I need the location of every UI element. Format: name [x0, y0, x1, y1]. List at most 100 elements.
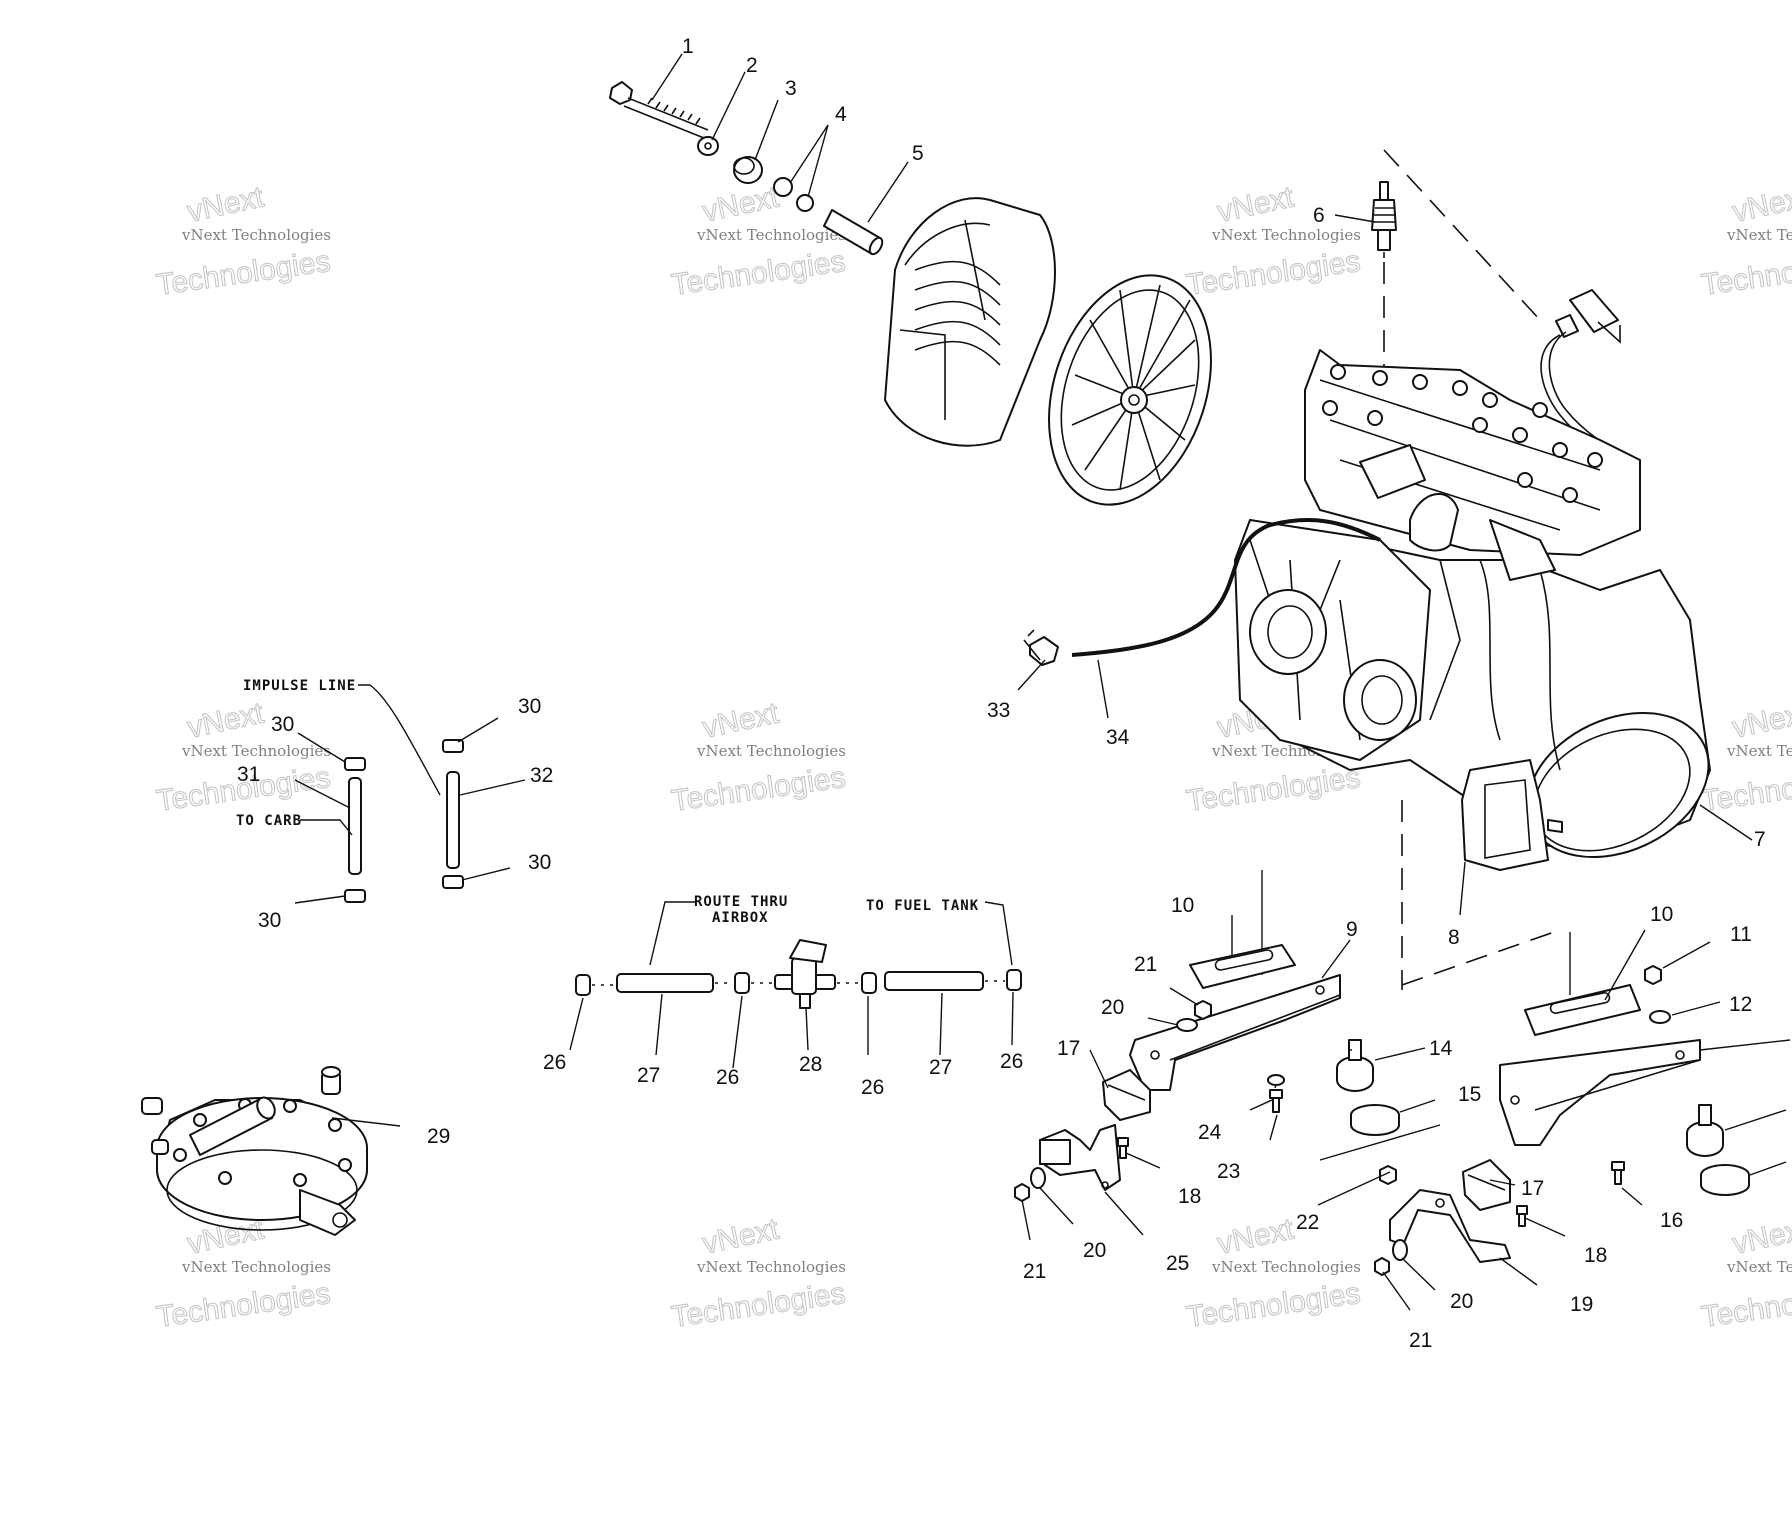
impulse-line-assembly — [300, 684, 464, 903]
watermark-short: vNext — [1215, 1212, 1298, 1260]
nut-part — [1194, 1000, 1212, 1020]
clamp-part — [861, 972, 877, 994]
watermark: vNext vNext Technologies Technologies — [154, 180, 333, 302]
callout-20: 20 — [1450, 1290, 1473, 1313]
washer-part — [1267, 1074, 1285, 1086]
clamp-part — [442, 875, 464, 889]
watermark-word: Technologies — [1184, 1277, 1362, 1334]
torque-stop-part — [1462, 1159, 1511, 1211]
callout-1: 1 — [682, 35, 694, 58]
callout-14: 14 — [1429, 1037, 1453, 1060]
watermark: vNext vNext Technologies Technologies — [154, 1212, 333, 1334]
watermark-short: vNext — [700, 1212, 783, 1260]
callout-18: 18 — [1178, 1185, 1201, 1208]
clamp-part — [442, 739, 464, 753]
washer-part — [1392, 1239, 1408, 1261]
route-leader — [649, 901, 695, 966]
callout-9: 9 — [1346, 918, 1358, 941]
callout-16: 16 — [1660, 1209, 1683, 1232]
watermark-word: Technologies — [154, 245, 332, 302]
watermark-brand: vNext Technologies — [1211, 226, 1361, 244]
watermark-word: Technologies — [154, 1277, 332, 1334]
watermark-brand: vNext Technologies — [696, 1258, 846, 1276]
callout-30: 30 — [518, 695, 541, 718]
callout-28: 28 — [799, 1053, 822, 1076]
bushing-part — [733, 156, 763, 184]
washer-part — [697, 136, 719, 156]
watermark: vNext vNext Technologies Technologies — [1184, 1212, 1363, 1334]
pump-fitting — [189, 1096, 276, 1156]
to-carb-label: TO CARB — [236, 813, 302, 829]
spacer-block-part — [1350, 1104, 1400, 1136]
watermark-word: Technologies — [669, 761, 847, 818]
drive-clutch-part — [884, 197, 1212, 506]
watermark-brand: vNext Technologies — [1211, 1258, 1361, 1276]
callout-33: 33 — [987, 699, 1010, 722]
watermark-brand: vNext Technologies — [181, 742, 331, 760]
callout-20: 20 — [1083, 1239, 1106, 1262]
watermark-short: vNext — [1215, 180, 1298, 228]
bracket-nut — [1039, 1139, 1071, 1165]
washer-hole — [704, 142, 712, 150]
callout-numbers: 1 2 3 4 5 6 7 8 9 10 10 11 12 14 15 16 1… — [237, 35, 1766, 1352]
callout-30: 30 — [271, 713, 294, 736]
washer-part — [1649, 1010, 1671, 1024]
watermark-word: Technologies — [1184, 761, 1362, 818]
clamp-part — [734, 972, 750, 994]
watermark-brand: vNext Technologies — [1726, 226, 1792, 244]
ignition-guide-line — [1383, 149, 1541, 321]
callout-23: 23 — [1217, 1160, 1240, 1183]
engine-mount-bracket-part — [1499, 1039, 1701, 1146]
spacer-part — [773, 177, 793, 197]
mount-guide-line — [1401, 800, 1561, 990]
washer-part — [1030, 1167, 1046, 1189]
pump-fitting — [141, 1097, 169, 1155]
spacer-part — [796, 194, 814, 212]
callout-15: 15 — [1458, 1083, 1481, 1106]
watermark: vNext vNext Technologies Technologies — [1699, 1212, 1792, 1334]
callout-32: 32 — [530, 764, 553, 787]
callout-26: 26 — [716, 1066, 739, 1089]
callout-22: 22 — [1296, 1211, 1319, 1234]
watermark-word: Technologies — [1699, 761, 1792, 818]
callout-3: 3 — [785, 77, 797, 100]
watermark-short: vNext — [700, 696, 783, 744]
callout-21: 21 — [1023, 1260, 1046, 1283]
fan-housing — [1249, 589, 1327, 675]
callout-27: 27 — [929, 1056, 952, 1079]
impulse-line-leader — [358, 684, 441, 796]
callout-31: 31 — [237, 763, 260, 786]
callout-24: 24 — [1198, 1121, 1222, 1144]
spacer-block-part — [1700, 1164, 1750, 1196]
sleeve-part — [823, 209, 884, 256]
hose-part — [348, 777, 362, 875]
mount-hardware — [1176, 965, 1671, 1185]
watermark-word: Technologies — [1184, 245, 1362, 302]
mount-bracket-part — [1039, 1124, 1121, 1191]
engine-part — [1234, 349, 1711, 859]
nut-part — [1374, 1257, 1390, 1276]
bolt-part — [609, 81, 709, 139]
route-thru-label: ROUTE THRU — [694, 894, 788, 910]
wire-guide-mark — [1597, 321, 1621, 344]
fan-housing — [1343, 659, 1417, 741]
watermark: vNext vNext Technologies Technologies — [669, 180, 848, 302]
bolt-part — [1518, 1213, 1526, 1227]
torque-stop-part — [1102, 1069, 1151, 1121]
washer-part — [1176, 1018, 1198, 1032]
watermark-short: vNext — [1730, 696, 1792, 744]
watermark-word: Technologies — [669, 245, 847, 302]
clamp-part — [344, 889, 366, 903]
fuel-shutoff-valve-part — [774, 939, 836, 1009]
nut-part — [1379, 1165, 1397, 1185]
nut-part — [1014, 1183, 1030, 1202]
callout-30: 30 — [528, 851, 551, 874]
callout-8: 8 — [1448, 926, 1460, 949]
fuel-pump-part — [141, 1066, 368, 1236]
watermark: vNext vNext Technologies Technologies — [1699, 696, 1792, 818]
fuel-line-part — [616, 973, 714, 993]
callout-18: 18 — [1584, 1244, 1607, 1267]
leader-lines — [294, 53, 1791, 1311]
engine-bracket-part — [1461, 759, 1563, 871]
